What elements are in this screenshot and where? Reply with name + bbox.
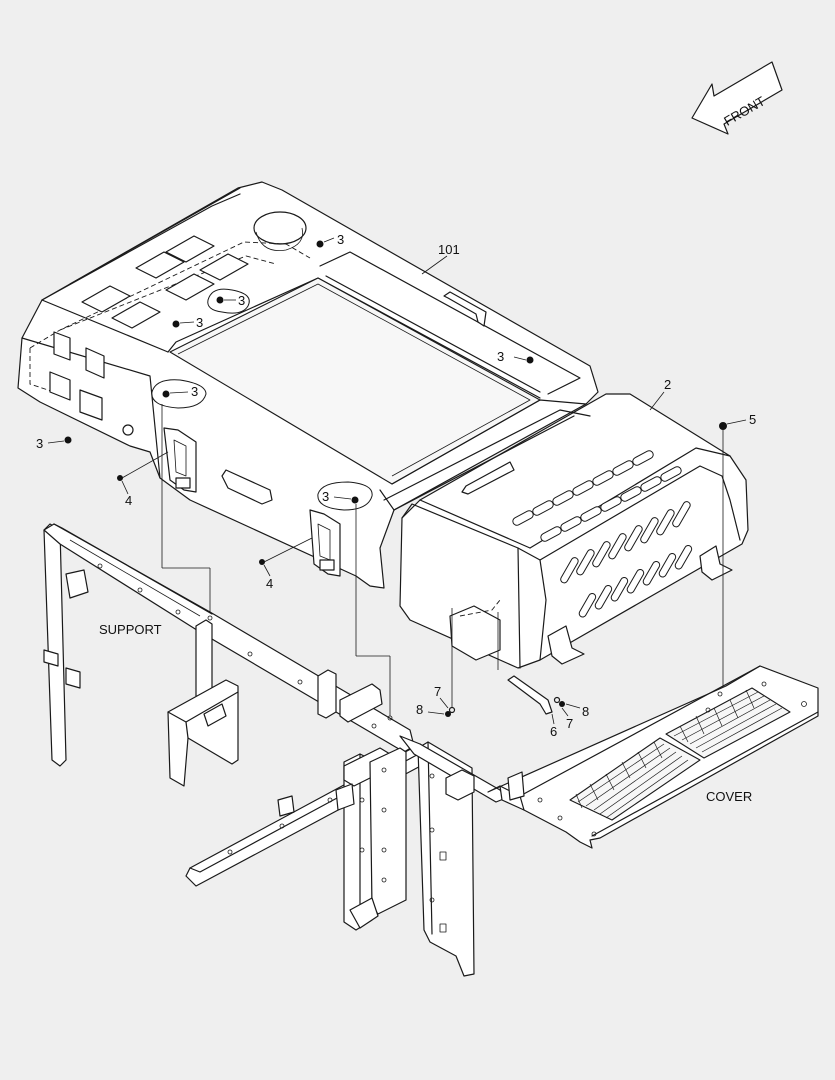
callout-3-a: 3 (337, 232, 344, 247)
front-direction-arrow: FRONT (691, 61, 783, 135)
vent-slots-side (560, 501, 693, 618)
callout-3-c: 3 (196, 315, 203, 330)
right-latch (309, 509, 341, 577)
callout-3-d: 3 (497, 349, 504, 364)
bolt-callouts-3: 3 3 3 3 3 3 3 (36, 232, 534, 511)
callout-2: 2 (664, 377, 671, 392)
callout-6: 6 (550, 724, 557, 739)
vent-slots-top (512, 450, 682, 542)
callout-4-a: 4 (125, 493, 132, 508)
support-frame: SUPPORT (43, 523, 507, 977)
upper-hood-assembly: 101 (17, 181, 599, 589)
callout-3-b: 3 (238, 293, 245, 308)
bottom-grate-cover: COVER (487, 665, 819, 849)
callout-101: 101 (438, 242, 460, 257)
callout-3-f: 3 (36, 436, 43, 451)
callout-8-a: 8 (416, 702, 423, 717)
callout-7-b: 7 (566, 716, 573, 731)
callout-5: 5 (749, 412, 756, 427)
washer-callouts-4: 4 4 (117, 451, 313, 591)
cover-label: COVER (706, 789, 752, 804)
callout-4-b: 4 (266, 576, 273, 591)
callout-3-g: 3 (322, 489, 329, 504)
left-latch (163, 427, 197, 493)
support-label: SUPPORT (99, 622, 162, 637)
callout-7-a: 7 (434, 684, 441, 699)
rear-hood-cover: 2 (383, 377, 749, 669)
link-rod-assembly: 7 8 6 7 8 (416, 608, 589, 739)
callout-8-b: 8 (582, 704, 589, 719)
callout-3-e: 3 (191, 384, 198, 399)
bolt-callout-5: 5 (719, 412, 756, 690)
